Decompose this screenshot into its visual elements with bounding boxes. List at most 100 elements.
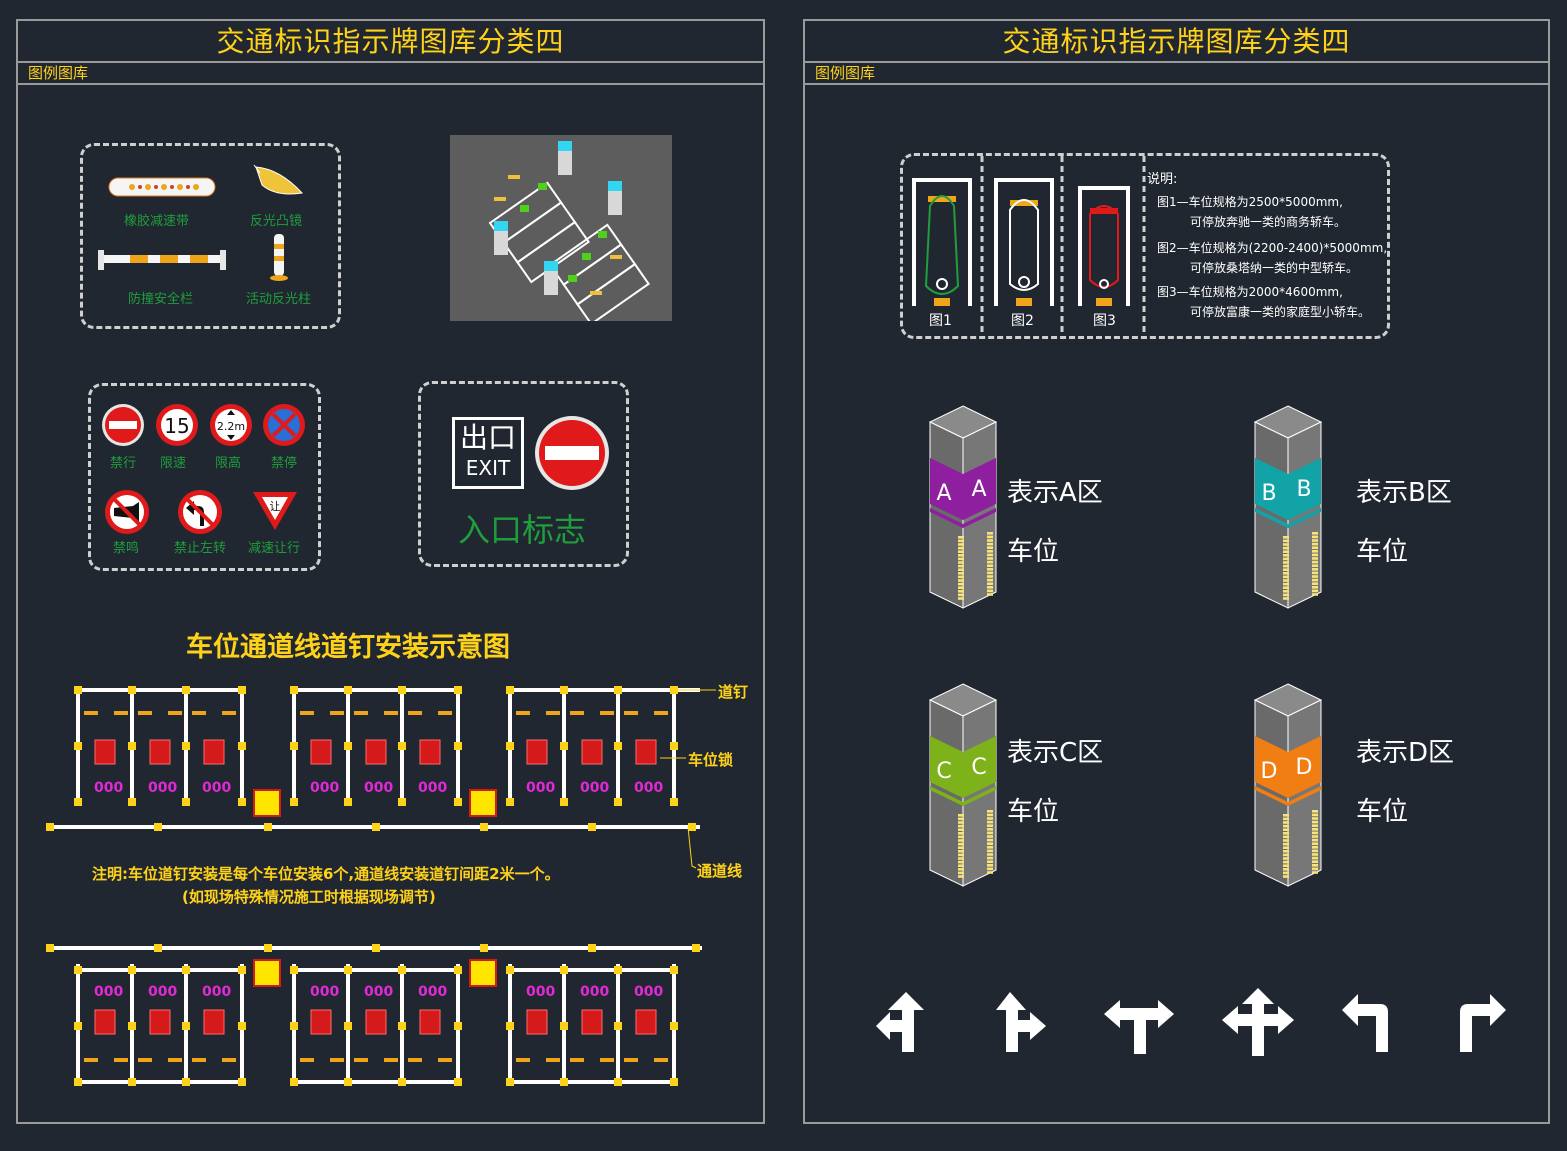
svg-text:D: D <box>1296 755 1313 780</box>
zone-a-sublabel: 车位 <box>1007 537 1060 567</box>
svg-text:C: C <box>971 755 986 780</box>
install-note-line1: 注明:车位道钉安装是每个车位安装6个,通道线安装道钉间距2米一个。 <box>92 865 560 883</box>
reflective-post-label: 活动反光柱 <box>246 292 312 307</box>
straight-right-arrow-icon <box>996 992 1046 1052</box>
left-turn-arrow-icon <box>1342 994 1388 1052</box>
spec-line-1: 图1—车位规格为2500*5000mm, <box>1157 195 1343 209</box>
right-panel-subtitle: 图例图库 <box>805 63 1548 85</box>
svg-text:000: 000 <box>364 780 393 796</box>
no-horn-sign-icon <box>105 490 149 534</box>
exit-sign-en: EXIT <box>465 456 511 480</box>
car-bay-3-icon <box>1078 186 1130 306</box>
no-entry-sign-icon <box>102 404 144 446</box>
all-direction-arrow-icon <box>1222 988 1294 1056</box>
prohibition-signs-box <box>88 383 321 571</box>
car-bay-2-icon <box>994 178 1054 306</box>
svg-text:000: 000 <box>310 780 339 796</box>
parking-illustration-image <box>450 135 672 321</box>
callout-stud: 道钉 <box>718 683 749 701</box>
guard-rail-label: 防撞安全栏 <box>128 292 194 307</box>
svg-text:000: 000 <box>418 780 447 796</box>
right-turn-arrow-icon <box>1460 994 1506 1052</box>
left-panel-title: 交通标识指示牌图库分类四 <box>18 21 763 63</box>
zone-d-label: 表示D区 <box>1356 738 1455 768</box>
svg-text:A: A <box>971 477 986 502</box>
convex-mirror-icon <box>253 164 304 195</box>
reflective-post-icon <box>270 234 288 281</box>
straight-left-arrow-icon <box>876 992 924 1052</box>
yield-label: 减速让行 <box>248 541 301 556</box>
zone-a-label: 表示A区 <box>1007 478 1103 508</box>
left-panel: 交通标识指示牌图库分类四 图例图库 <box>16 19 765 1124</box>
figure-label-2: 图2 <box>1011 313 1034 329</box>
svg-text:000: 000 <box>148 780 177 796</box>
zone-c-label: 表示C区 <box>1007 738 1104 768</box>
svg-text:000: 000 <box>526 780 555 796</box>
left-panel-subtitle: 图例图库 <box>18 63 763 85</box>
speed-limit-sign-icon: 15 <box>156 404 198 446</box>
svg-text:000: 000 <box>634 984 663 1000</box>
right-panel: 交通标识指示牌图库分类四 图例图库 <box>803 19 1550 1124</box>
no-left-turn-label: 禁止左转 <box>174 541 227 556</box>
spec-line-5: 图3—车位规格为2000*4600mm, <box>1157 285 1343 299</box>
install-note-line2: (如现场特殊情况施工时根据现场调节) <box>182 888 436 906</box>
svg-text:000: 000 <box>526 984 555 1000</box>
yield-char: 让 <box>270 500 281 513</box>
callout-lock: 车位锁 <box>688 751 734 769</box>
svg-text:000: 000 <box>580 984 609 1000</box>
no-entry-label: 禁行 <box>110 456 137 471</box>
exit-sign-cn: 出口 <box>459 421 516 454</box>
svg-text:000: 000 <box>580 780 609 796</box>
speed-bump-label: 橡胶减速带 <box>124 214 190 229</box>
entry-sign-label: 入口标志 <box>458 511 587 549</box>
svg-text:000: 000 <box>202 984 231 1000</box>
yield-sign-icon: 让 <box>253 492 297 530</box>
no-entry-large-icon <box>535 416 609 490</box>
spec-explain-title: 说明: <box>1147 172 1178 187</box>
speed-bump-icon <box>108 177 216 197</box>
svg-text:B: B <box>1296 477 1311 502</box>
zone-b-sublabel: 车位 <box>1356 537 1409 567</box>
svg-text:000: 000 <box>94 984 123 1000</box>
svg-text:000: 000 <box>418 984 447 1000</box>
facilities-box <box>80 143 341 329</box>
left-right-arrow-icon <box>1104 1000 1174 1054</box>
callout-lane-line: 通道线 <box>697 862 743 880</box>
svg-text:000: 000 <box>364 984 393 1000</box>
svg-text:D: D <box>1261 759 1278 784</box>
svg-text:000: 000 <box>94 780 123 796</box>
figure-label-1: 图1 <box>929 313 952 329</box>
zone-b-label: 表示B区 <box>1356 478 1452 508</box>
height-limit-sign-icon: 2.2m <box>210 404 252 446</box>
spec-line-3: 图2—车位规格为(2200-2400)*5000mm, <box>1157 241 1388 255</box>
spec-line-4: 可停放桑塔纳一类的中型轿车。 <box>1190 261 1359 275</box>
speed-limit-value: 15 <box>164 414 189 438</box>
convex-mirror-label: 反光凸镜 <box>250 214 303 229</box>
car-bay-1-icon <box>912 178 972 306</box>
install-diagram-title: 车位通道线道钉安装示意图 <box>186 632 510 663</box>
figure-label-3: 图3 <box>1093 313 1116 329</box>
zone-d-sublabel: 车位 <box>1356 797 1409 827</box>
svg-text:B: B <box>1261 481 1276 506</box>
no-left-turn-sign-icon <box>178 490 222 534</box>
speed-limit-label: 限速 <box>160 456 187 471</box>
height-limit-label: 限高 <box>215 456 242 471</box>
spec-line-2: 可停放奔驰一类的商务轿车。 <box>1190 215 1347 229</box>
spec-line-6: 可停放富康一类的家庭型小轿车。 <box>1190 305 1371 319</box>
entry-sign-box <box>418 381 629 567</box>
height-limit-value: 2.2m <box>217 420 245 433</box>
no-parking-sign-icon <box>263 404 305 446</box>
parking-spec-dividers <box>980 156 1146 338</box>
svg-text:C: C <box>936 759 951 784</box>
svg-text:000: 000 <box>634 780 663 796</box>
no-horn-label: 禁鸣 <box>113 541 140 556</box>
svg-text:000: 000 <box>148 984 177 1000</box>
svg-text:000: 000 <box>310 984 339 1000</box>
svg-text:A: A <box>936 481 951 506</box>
svg-text:000: 000 <box>202 780 231 796</box>
